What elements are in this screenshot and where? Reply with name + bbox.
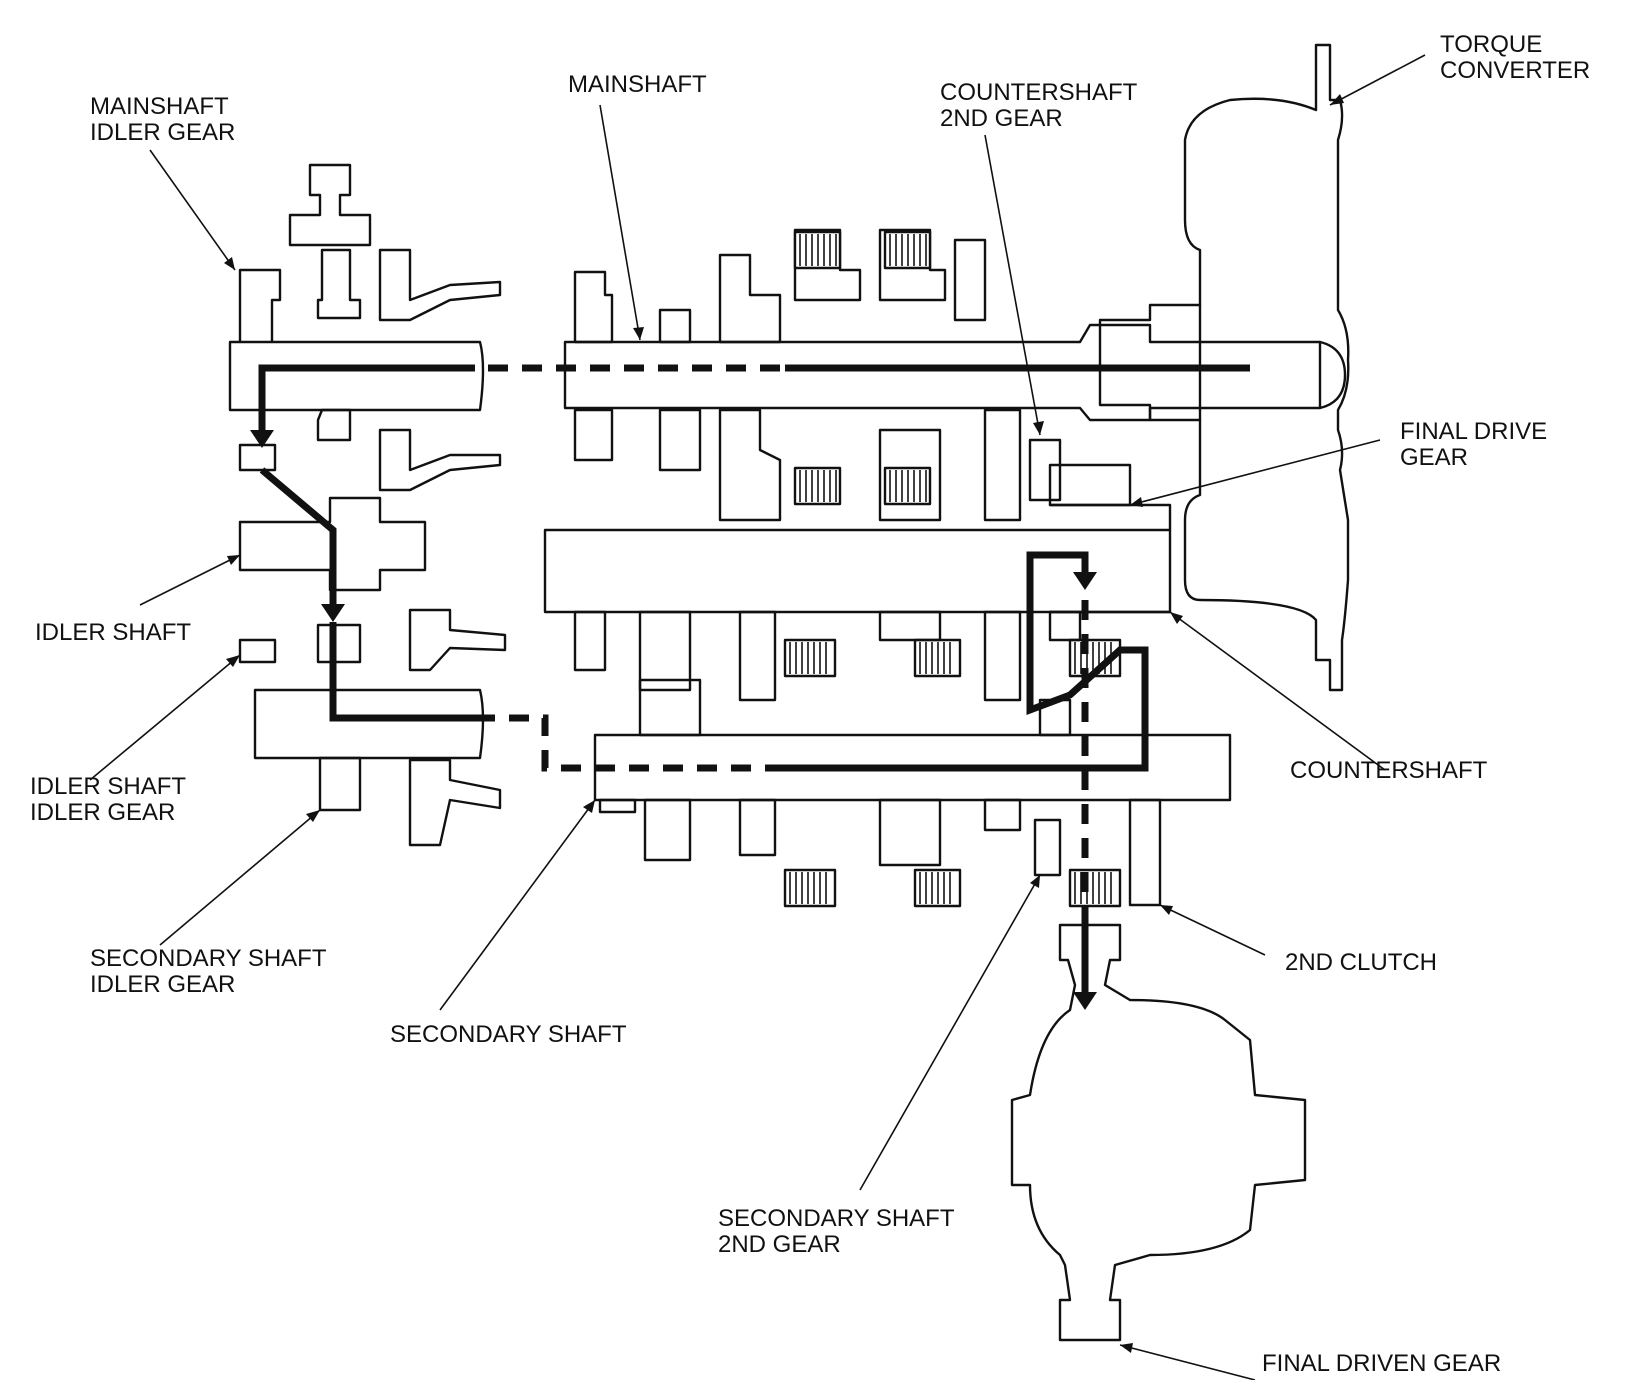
power-flow-path	[250, 364, 1250, 1010]
clutch-pack-low-1	[783, 638, 837, 678]
arrowhead-icon	[583, 800, 595, 813]
arrowhead-icon	[1160, 905, 1173, 915]
label-final-driven-gear: FINAL DRIVEN GEAR	[1262, 1350, 1501, 1377]
label-secondary-shaft: SECONDARY SHAFT	[390, 1021, 627, 1048]
leader-countershaft	[1169, 611, 1386, 771]
secondary-shaft-left	[253, 608, 507, 847]
arrowhead-icon	[226, 655, 240, 667]
clutch-pack-low-2	[913, 638, 962, 678]
clutch-pack-mid-2	[883, 466, 932, 506]
clutch-pack-bottom-1	[783, 868, 837, 908]
leader-2nd-clutch	[1159, 904, 1266, 956]
label-2nd-clutch: 2ND CLUTCH	[1285, 949, 1437, 976]
clutch-packs	[783, 230, 1122, 908]
mainshaft-idler-gear	[238, 163, 502, 492]
leader-final-driven-gear	[1119, 1344, 1256, 1380]
clutch-pack-mid-1	[793, 466, 842, 506]
arrowhead-icon	[1330, 94, 1344, 105]
leader-idler-shaft-idler-gear	[89, 654, 241, 781]
arrowhead-icon	[1120, 1343, 1133, 1353]
arrowhead-icon	[227, 555, 240, 565]
clutch-pack-bottom-3	[1068, 868, 1122, 908]
leader-mainshaft	[599, 104, 641, 341]
torque-converter	[1098, 43, 1350, 692]
leader-lines	[89, 54, 1426, 1380]
arrowhead-icon	[633, 327, 644, 340]
secondary-shaft	[593, 733, 1232, 814]
clutch-pack-upper-1	[793, 230, 842, 270]
leader-secondary-shaft-idler-gear	[159, 809, 321, 946]
arrowhead-icon	[1033, 421, 1044, 435]
label-countershaft: COUNTERSHAFT	[1290, 757, 1488, 784]
leader-torque-converter	[1329, 54, 1426, 106]
clutch-pack-bottom-2	[913, 868, 962, 908]
label-idler-shaft: IDLER SHAFT	[35, 619, 191, 646]
arrowhead-icon	[1130, 497, 1143, 507]
leader-idler-shaft	[139, 554, 241, 606]
leader-countershaft-2nd-gear	[984, 134, 1041, 436]
arrowhead-icon	[1170, 612, 1183, 624]
final-drive-gear	[1048, 463, 1132, 507]
leader-mainshaft-idler-gear	[149, 149, 236, 271]
mainshaft	[228, 323, 1347, 422]
arrowhead-icon	[224, 257, 235, 270]
label-mainshaft: MAINSHAFT	[568, 71, 707, 98]
mainshaft-gear-cluster	[573, 228, 1062, 522]
clutch-pack-upper-2	[883, 230, 932, 270]
leader-secondary-shaft	[439, 799, 596, 1011]
leader-secondary-shaft-2nd-gear	[859, 874, 1041, 1191]
leader-final-drive-gear	[1129, 439, 1381, 506]
arrowhead-icon	[1030, 875, 1040, 888]
final-driven-gear	[1010, 923, 1307, 1342]
arrowhead-icon	[306, 810, 320, 822]
